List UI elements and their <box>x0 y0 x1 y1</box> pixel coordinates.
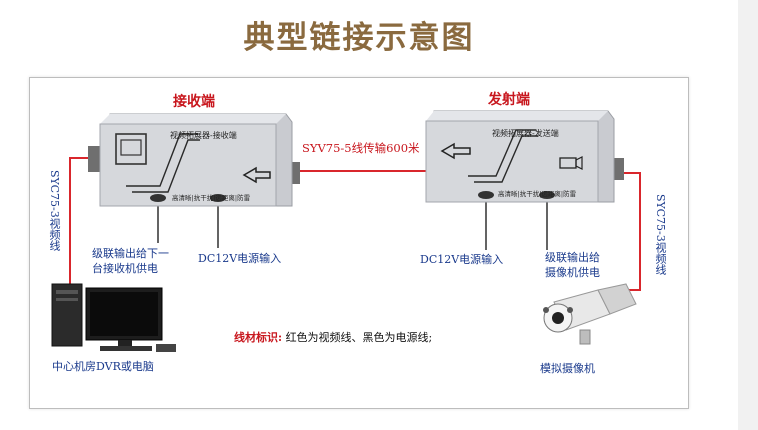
transmitter-power-label: DC12V电源输入 <box>420 253 504 266</box>
transmitter-cascade-line2: 摄像机供电 <box>545 266 600 279</box>
video-wire-camera <box>622 172 641 291</box>
camera-illustration <box>543 283 637 345</box>
receiver-cable-label: SYC75-3视频线 <box>48 170 61 251</box>
diagram-frame: 接收端 发射端 视频拓展器-接收端 高清晰|抗干扰|远距离|防雷 视频拓展器-发… <box>29 77 689 409</box>
receiver-panel-footer: 高清晰|抗干扰|远距离|防雷 <box>172 194 251 202</box>
legend-text: 红色为视频线、黑色为电源线; <box>285 331 433 344</box>
receiver-unit <box>88 113 300 207</box>
page-title: 典型链接示意图 <box>243 20 475 56</box>
transmitter-cascade-line1: 级联输出给 <box>545 251 600 264</box>
receiver-cascade-line2: 台接收机供电 <box>92 262 158 275</box>
computer-illustration <box>51 283 176 352</box>
transmitter-panel-title: 视频拓展器-发送端 <box>492 129 559 138</box>
receiver-panel-title: 视频拓展器-接收端 <box>170 131 237 140</box>
transmitter-cascade-label: 级联输出给 摄像机供电 <box>545 250 600 280</box>
diagram-canvas <box>51 110 641 352</box>
link-label: SYV75-5线传输600米 <box>302 141 420 155</box>
video-wire-pc <box>69 157 88 286</box>
wire-legend: 线材标识: 红色为视频线、黑色为电源线; <box>234 329 432 345</box>
receiver-cascade-label: 级联输出给下一 台接收机供电 <box>92 246 169 276</box>
transmitter-heading: 发射端 <box>488 92 530 108</box>
transmitter-unit <box>425 110 624 203</box>
page-scrollbar[interactable] <box>738 0 758 430</box>
transmitter-cable-label: SYC75-3视频线 <box>654 194 667 275</box>
receiver-cascade-line1: 级联输出给下一 <box>92 247 169 260</box>
transmitter-panel-footer: 高清晰|抗干扰|远距离|防雷 <box>498 190 577 198</box>
camera-caption: 模拟摄像机 <box>540 362 595 375</box>
receiver-power-label: DC12V电源输入 <box>198 252 282 265</box>
legend-key: 线材标识: <box>234 331 283 344</box>
receiver-heading: 接收端 <box>173 94 215 110</box>
computer-caption: 中心机房DVR或电脑 <box>52 360 154 373</box>
